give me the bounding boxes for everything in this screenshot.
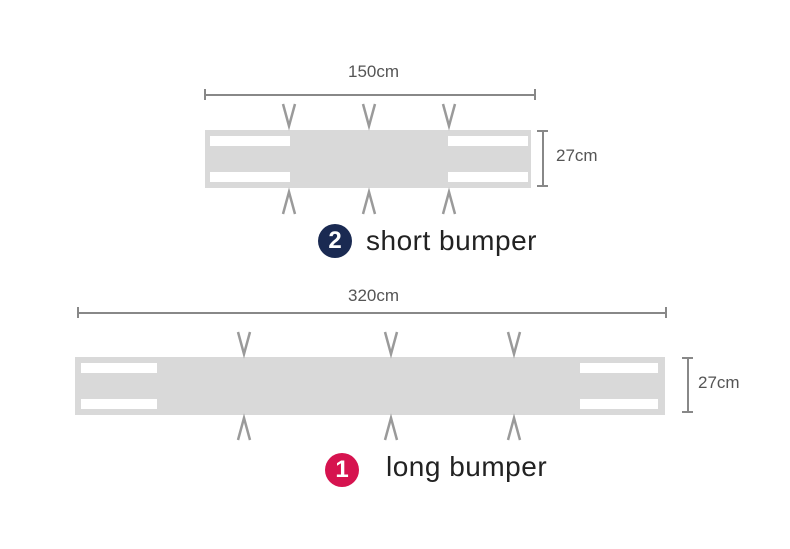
long-bumper-height-line xyxy=(687,357,689,413)
long-bumper-height-tick-bottom xyxy=(682,411,693,413)
long-bumper-slot xyxy=(580,399,658,409)
short-bumper-width-label: 150cm xyxy=(348,62,400,81)
short-bumper-width-tick-left xyxy=(204,89,206,100)
short-bumper-height-tick-top xyxy=(537,130,548,132)
long-bumper-pad xyxy=(75,357,665,415)
short-bumper-slot xyxy=(210,172,290,182)
long-bumper-tie-top xyxy=(506,331,522,359)
long-bumper-slot xyxy=(580,363,658,373)
long-bumper-tie-bottom xyxy=(506,413,522,441)
short-bumper-height-line xyxy=(542,130,544,187)
short-bumper-height-tick-bottom xyxy=(537,185,548,187)
long-bumper-width-tick-left xyxy=(77,307,79,318)
long-bumper-tie-top xyxy=(383,331,399,359)
long-bumper-height-label: 27cm xyxy=(698,373,740,392)
short-bumper-tie-bottom xyxy=(281,187,297,215)
short-bumper-height-label: 27cm xyxy=(556,146,598,165)
short-bumper-tie-bottom xyxy=(441,187,457,215)
long-bumper-height-tick-top xyxy=(682,357,693,359)
short-bumper-number-badge: 2 xyxy=(318,224,352,258)
short-bumper-tie-top xyxy=(281,103,297,131)
short-bumper-tie-top xyxy=(441,103,457,131)
long-bumper-tie-bottom xyxy=(383,413,399,441)
short-bumper-width-tick-right xyxy=(534,89,536,100)
long-bumper-width-line xyxy=(78,312,666,314)
short-bumper-tie-top xyxy=(361,103,377,131)
long-bumper-tie-bottom xyxy=(236,413,252,441)
short-bumper-slot xyxy=(448,136,528,146)
long-bumper-slot xyxy=(81,399,157,409)
short-bumper-tie-bottom xyxy=(361,187,377,215)
long-bumper-width-label: 320cm xyxy=(348,286,400,305)
long-bumper-slot xyxy=(81,363,157,373)
short-bumper-pad xyxy=(205,130,531,188)
long-bumper-caption: long bumper xyxy=(386,451,548,482)
long-bumper-tie-top xyxy=(236,331,252,359)
long-bumper-number-badge: 1 xyxy=(325,453,359,487)
long-bumper-width-tick-right xyxy=(665,307,667,318)
short-bumper-slot xyxy=(448,172,528,182)
short-bumper-caption: short bumper xyxy=(366,225,537,256)
short-bumper-width-line xyxy=(205,94,535,96)
short-bumper-slot xyxy=(210,136,290,146)
